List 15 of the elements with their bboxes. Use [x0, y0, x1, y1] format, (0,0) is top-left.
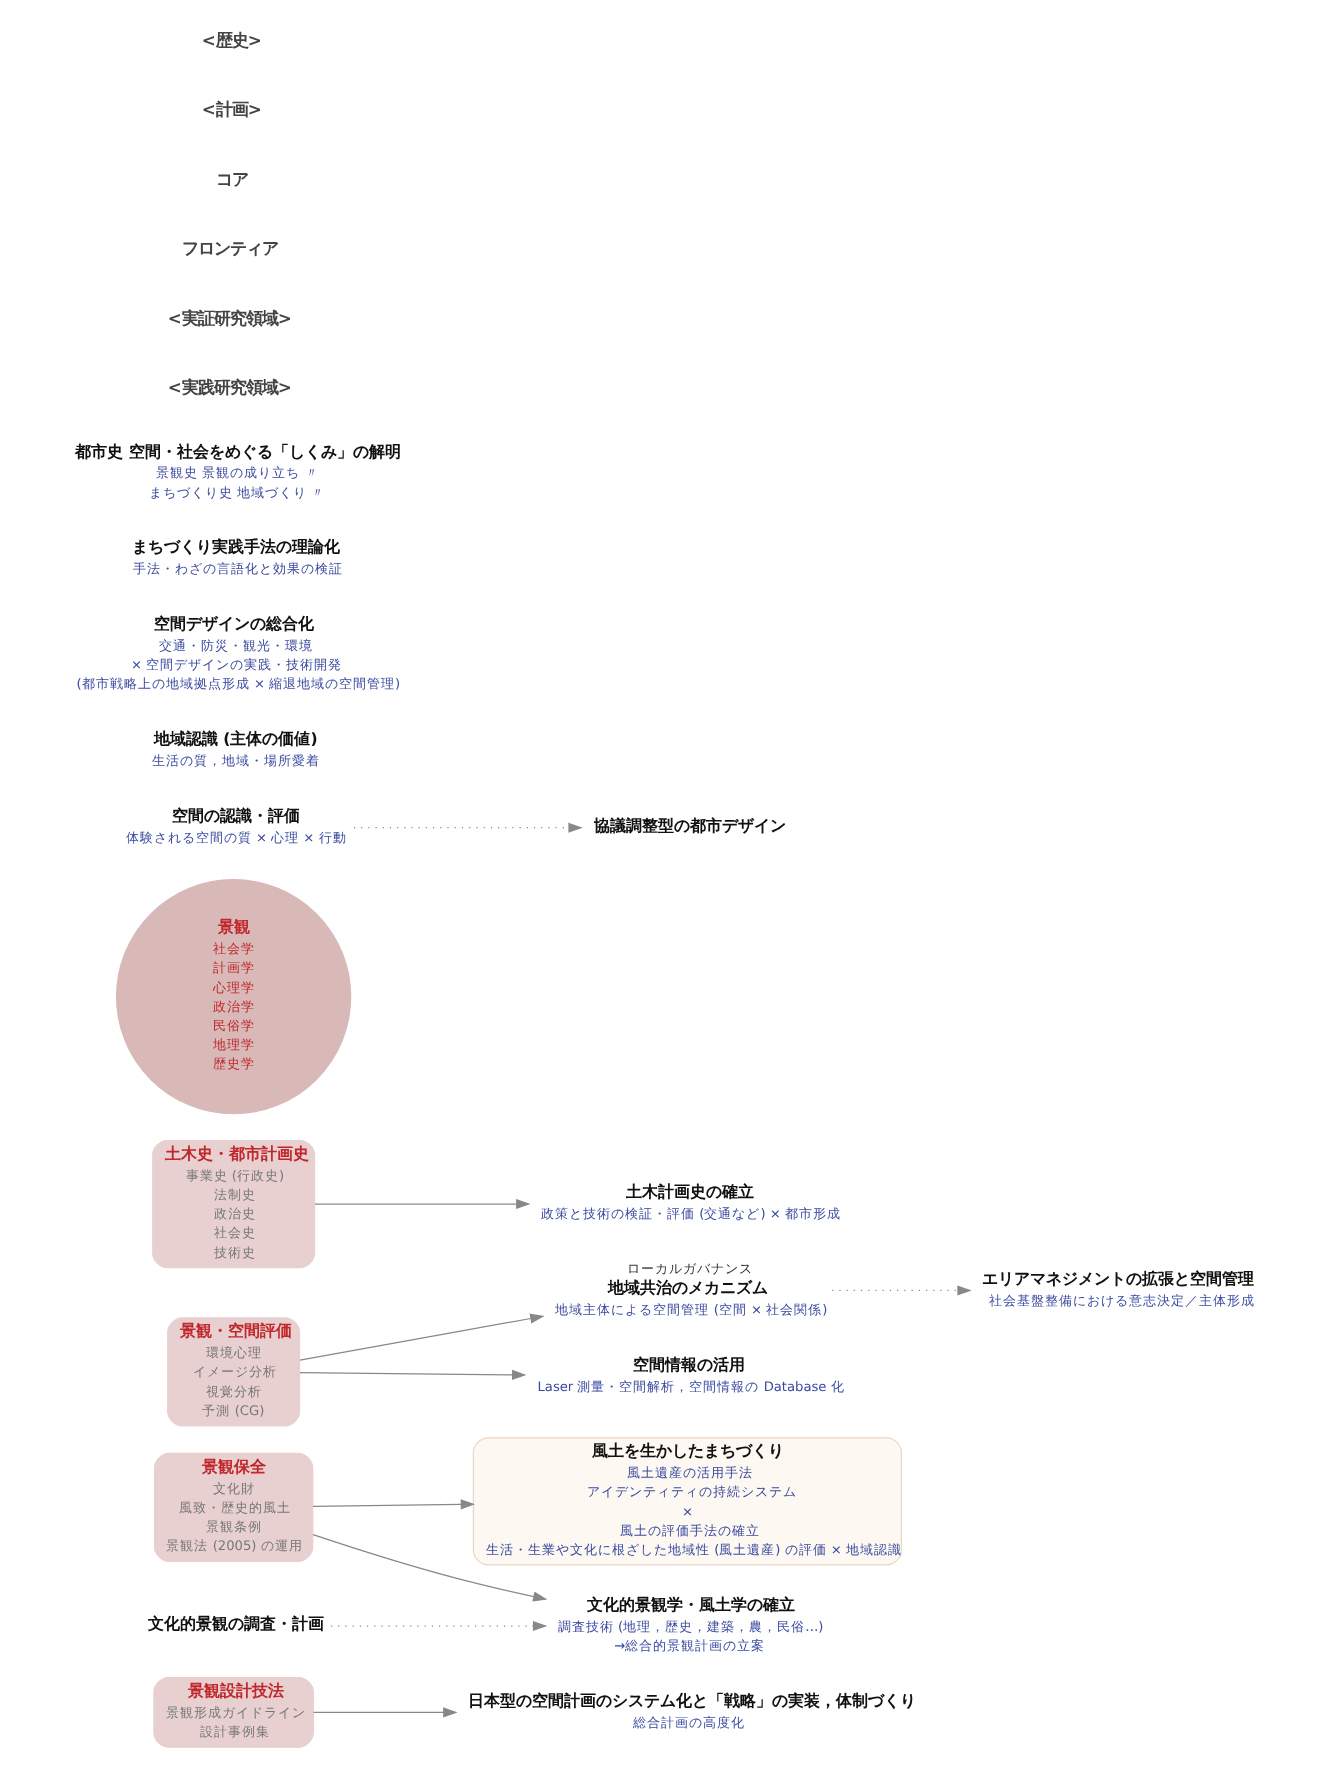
arrow	[330, 1621, 548, 1632]
label: <実証研究領域>	[167, 307, 292, 328]
arrow	[831, 1285, 972, 1296]
arrow	[299, 1313, 545, 1361]
label: コア	[216, 168, 249, 189]
arrow	[353, 822, 583, 833]
arrow	[314, 1199, 531, 1210]
label: <実践研究領域>	[167, 377, 292, 398]
arrow	[312, 1707, 458, 1718]
arrow	[312, 1499, 476, 1510]
label: <歴史>	[201, 29, 262, 50]
arrow	[299, 1369, 527, 1380]
label: フロンティア	[182, 238, 279, 259]
arrow	[312, 1534, 548, 1602]
label: <計画>	[201, 99, 262, 120]
